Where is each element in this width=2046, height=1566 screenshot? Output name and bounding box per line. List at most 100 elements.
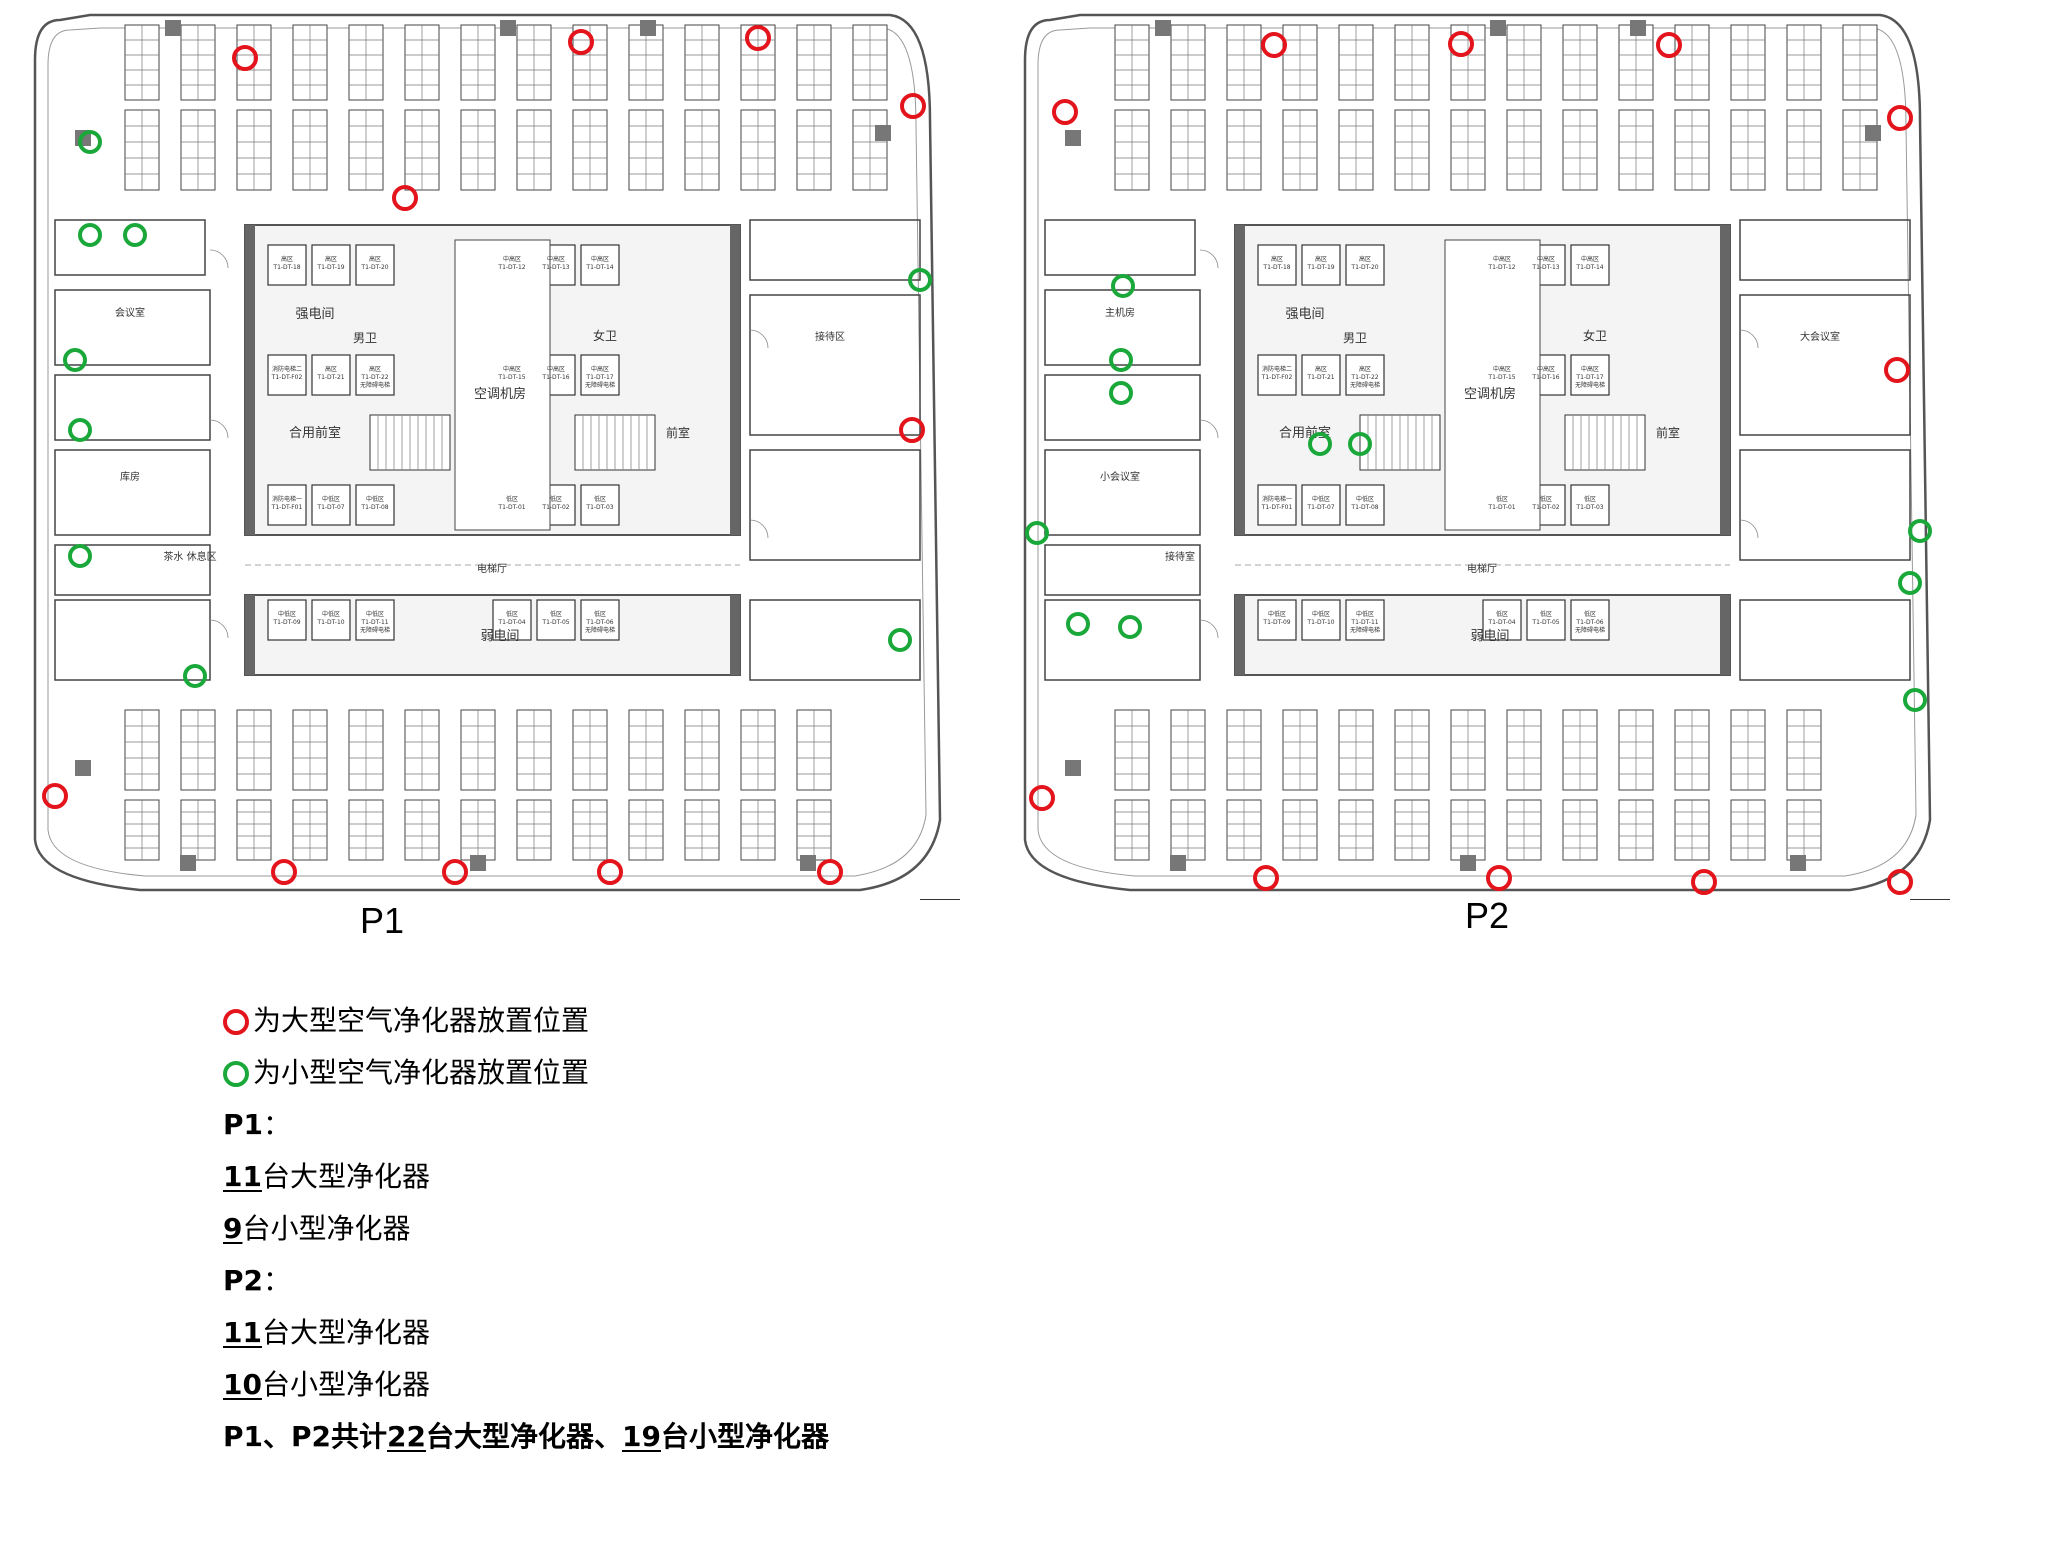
room-label: 会议室 — [115, 306, 145, 319]
workstation-cluster — [1394, 709, 1430, 791]
lift-shaft — [355, 599, 395, 641]
lift-label: T1-DT-20 — [1350, 264, 1378, 271]
zone-label: 合用前室 — [1279, 425, 1331, 441]
summary-p2-small: 10台小型净化器 — [223, 1359, 829, 1411]
lift-label: 高区 — [369, 365, 381, 373]
lift-label: 低区 — [1540, 610, 1552, 618]
workstation-cluster — [180, 24, 216, 101]
ac-room — [454, 239, 551, 531]
lift-shaft — [267, 599, 307, 641]
workstation-cluster — [796, 799, 832, 861]
workstation-cluster — [1562, 109, 1598, 191]
lift-label: 无障碍电梯 — [585, 626, 615, 634]
lift-label: T1-DT-22 — [360, 374, 388, 381]
side-room — [54, 449, 211, 536]
lift-shaft — [311, 599, 351, 641]
lift-label: 中低区 — [278, 610, 296, 618]
room-label: 小会议室 — [1100, 470, 1140, 483]
large-purifier-marker — [232, 45, 258, 71]
summary-p2-large-text: 台大型净化器 — [261, 1316, 430, 1349]
workstation-cluster — [1674, 109, 1710, 191]
large-purifier-marker — [1887, 869, 1913, 895]
small-purifier-marker — [1908, 519, 1932, 543]
large-purifier-marker — [42, 783, 68, 809]
lift-shaft — [355, 484, 395, 526]
legend-small: 为小型空气净化器放置位置 — [223, 1047, 829, 1099]
floor-plan-p1: 强电间男卫女卫空调机房合用前室前室电梯厅弱电间高区T1-DT-18高区T1-DT… — [33, 13, 960, 900]
green-circle-icon — [223, 1061, 249, 1087]
small-purifier-marker — [78, 223, 102, 247]
lift-label: 中高区 — [503, 255, 521, 263]
lift-label: 中高区 — [1537, 365, 1555, 373]
lift-label: 消防电梯一 — [1262, 495, 1292, 503]
summary-p2-small-num: 10 — [223, 1368, 262, 1401]
summary-p1-title: P1： — [223, 1099, 829, 1151]
workstation-cluster — [236, 109, 272, 191]
workstation-cluster — [1226, 799, 1262, 861]
workstation-cluster — [740, 799, 776, 861]
workstation-cluster — [404, 109, 440, 191]
lift-shaft — [267, 354, 307, 396]
structural-column — [1630, 20, 1646, 36]
lift-label: T1-DT-22 — [1350, 374, 1378, 381]
workstation-cluster — [1394, 799, 1430, 861]
side-room — [1739, 449, 1911, 561]
structural-column — [1490, 20, 1506, 36]
side-room — [749, 294, 921, 436]
lift-label: 低区 — [594, 610, 606, 618]
small-purifier-marker — [183, 664, 207, 688]
workstation-cluster — [124, 709, 160, 791]
building-outline — [33, 13, 942, 892]
lift-label: 高区 — [369, 255, 381, 263]
lift-label: T1-DT-09 — [272, 619, 300, 626]
workstation-cluster — [796, 24, 832, 101]
door-arc — [1199, 619, 1219, 639]
lift-label: 中高区 — [1581, 365, 1599, 373]
large-purifier-marker — [1052, 99, 1078, 125]
side-room — [1044, 544, 1201, 596]
workstation-cluster — [1674, 24, 1710, 101]
large-purifier-marker — [817, 859, 843, 885]
lift-shaft — [580, 354, 620, 396]
lift-label: 无障碍电梯 — [1575, 381, 1605, 389]
workstation-cluster — [1282, 799, 1318, 861]
workstation-cluster — [1394, 109, 1430, 191]
legend-large-text: 为大型空气净化器放置位置 — [253, 1004, 590, 1037]
workstation-cluster — [572, 109, 608, 191]
lift-shaft — [1345, 599, 1385, 641]
workstation-cluster — [1618, 799, 1654, 861]
workstation-cluster — [1114, 24, 1150, 101]
lift-shaft — [267, 244, 307, 286]
workstation-cluster — [1842, 24, 1878, 101]
structural-column — [1065, 760, 1081, 776]
lift-label: 高区 — [1271, 255, 1283, 263]
lift-label: T1-DT-05 — [541, 619, 569, 626]
large-purifier-marker — [1261, 32, 1287, 58]
zone-label: 男卫 — [353, 331, 377, 345]
workstation-cluster — [1226, 709, 1262, 791]
lift-shaft — [311, 354, 351, 396]
lift-label: T1-DT-15 — [497, 374, 525, 381]
lift-label: 低区 — [1496, 495, 1508, 503]
zone-label: 弱电间 — [1470, 629, 1509, 644]
lift-label: 中低区 — [1312, 495, 1330, 503]
workstation-cluster — [1450, 24, 1486, 101]
building-inner-outline — [47, 27, 927, 877]
lift-label: T1-DT-19 — [1306, 264, 1334, 271]
lift-shaft — [1257, 599, 1297, 641]
lift-shaft — [492, 599, 532, 641]
lift-shaft — [580, 484, 620, 526]
workstation-cluster — [1730, 799, 1766, 861]
door-arc — [1199, 419, 1219, 439]
lift-label: 低区 — [594, 495, 606, 503]
small-purifier-marker — [1109, 348, 1133, 372]
workstation-cluster — [1786, 109, 1822, 191]
zone-label: 强电间 — [1285, 307, 1324, 322]
small-purifier-marker — [1118, 615, 1142, 639]
workstation-cluster — [1450, 709, 1486, 791]
summary-p2-large: 11台大型净化器 — [223, 1307, 829, 1359]
workstation-cluster — [1170, 799, 1206, 861]
lift-shaft — [1257, 244, 1297, 286]
workstation-cluster — [1282, 709, 1318, 791]
lift-label: T1-DT-16 — [1531, 374, 1559, 381]
